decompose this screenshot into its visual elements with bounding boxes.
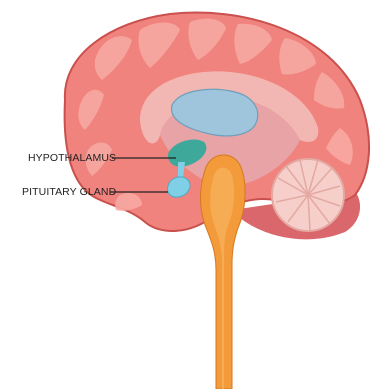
hypothalamus-label: HYPOTHALAMUS (28, 152, 116, 164)
cerebellum (272, 159, 344, 231)
pituitary-gland-label: PITUITARY GLAND (22, 186, 116, 198)
